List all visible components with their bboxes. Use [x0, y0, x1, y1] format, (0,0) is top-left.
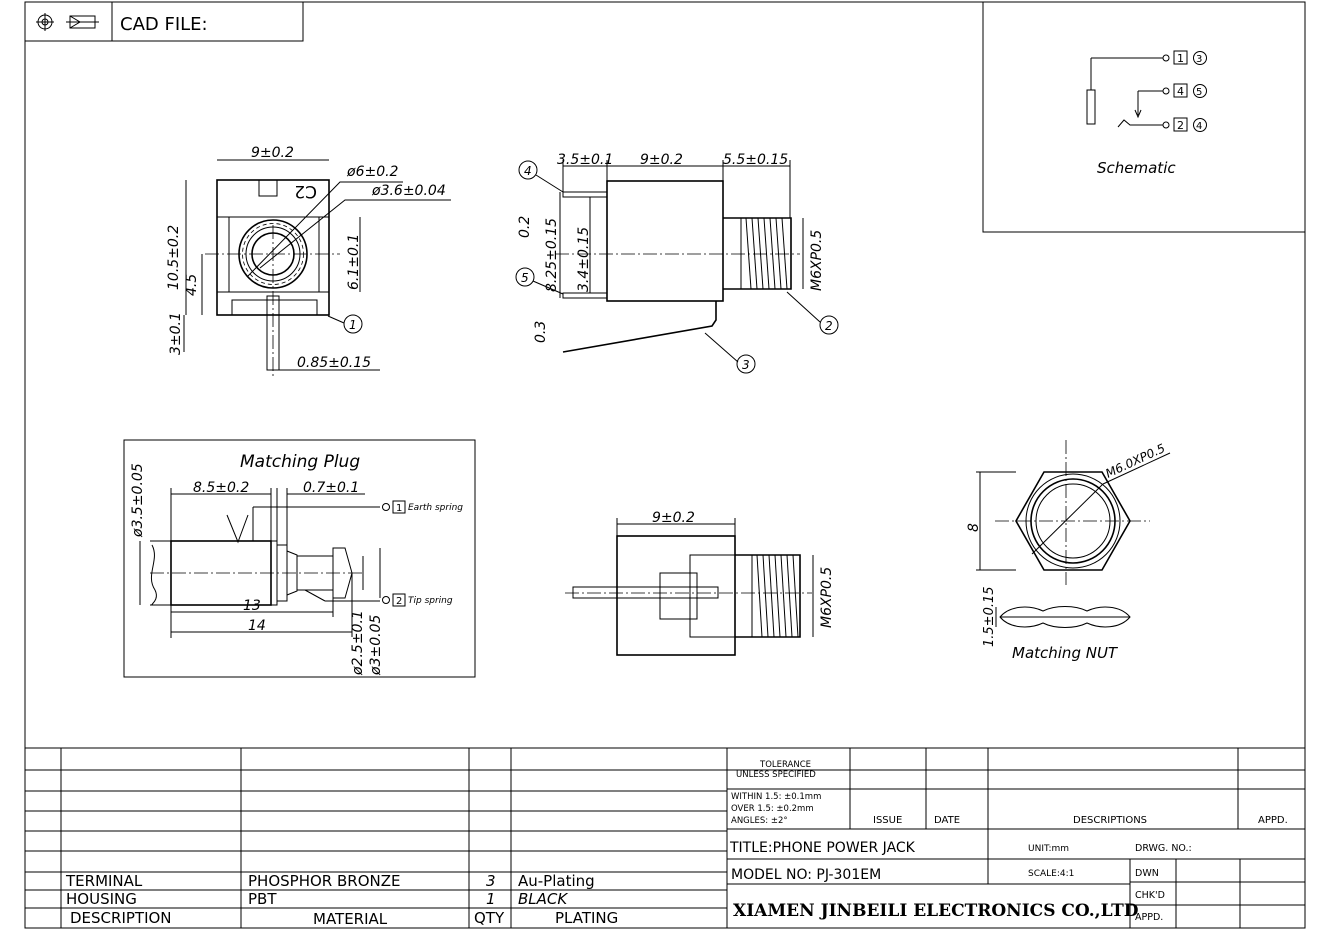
matching-nut: M6.0XP0.5 8 1.5±0.15 Matching NUT — [966, 440, 1171, 662]
tolerance-angles: ANGLES: ±2° — [731, 816, 788, 826]
dim-thread-length: 5.5±0.15 — [723, 152, 788, 168]
dim-outer-dia: ø6±0.2 — [346, 164, 399, 180]
dim-pin-thickness: 0.2 — [517, 216, 533, 238]
schematic-title: Schematic — [1097, 159, 1176, 177]
balloon-4: 4 — [524, 164, 532, 178]
chkd-label: CHK'D — [1135, 890, 1165, 901]
drwg-no-label: DRWG. NO.: — [1135, 843, 1192, 854]
bom-header-plating: PLATING — [555, 909, 618, 927]
drawing-border — [24, 1, 1306, 929]
tip-spring-label: Tip spring — [408, 596, 453, 606]
schematic-terminal-icon — [1162, 87, 1170, 95]
matching-plug-panel: Matching Plug 1 Earth spring 2 Tip sprin… — [123, 439, 476, 678]
rev-header-appd: APPD. — [1258, 815, 1288, 826]
dim-tip-dia: ø2.5±0.1 — [350, 610, 366, 676]
dim-nut-flat: 8 — [966, 523, 982, 532]
cad-file-label: CAD FILE: — [120, 14, 208, 35]
bom-header-qty: QTY — [474, 909, 505, 927]
plug-title: Matching Plug — [240, 452, 360, 472]
dim-inner-dia: ø3.6±0.04 — [371, 183, 446, 199]
bom-row-plating: BLACK — [518, 890, 568, 908]
side-view: 3.5±0.1 9±0.2 5.5±0.15 0.2 8.25±0.15 3.4… — [515, 152, 839, 374]
dim-14: 14 — [248, 618, 266, 634]
dim-ring-gap: 0.7±0.1 — [303, 480, 359, 496]
schematic-terminal-icon — [1162, 54, 1170, 62]
bottom-view: 9±0.2 M6XP0.5 — [565, 510, 835, 656]
earth-pin: 1 — [396, 503, 402, 514]
tolerance-over: OVER 1.5: ±0.2mm — [731, 804, 814, 814]
tolerance-title: TOLERANCE — [759, 760, 811, 770]
dim-thread: M6XP0.5 — [809, 230, 825, 291]
pin-label: 2 — [1177, 119, 1184, 132]
nut-title: Matching NUT — [1012, 644, 1119, 662]
dim-tip-outer-dia: ø3±0.05 — [368, 615, 384, 676]
schematic-panel: 1 3 4 5 2 4 Schematic — [982, 2, 1305, 233]
dim-height: 10.5±0.2 — [166, 225, 182, 290]
dim-pin-width: 0.85±0.15 — [297, 355, 371, 371]
dwn-label: DWN — [1135, 868, 1159, 879]
bom-row-material: PHOSPHOR BRONZE — [248, 872, 400, 890]
dim-inner-span: 3.4±0.15 — [576, 227, 592, 292]
bom-row-description: HOUSING — [66, 890, 137, 908]
tolerance-subtitle: UNLESS SPECIFIED — [736, 770, 816, 780]
pin-label: 3 — [1196, 54, 1202, 65]
housing-mark: C2 — [294, 181, 317, 201]
dim-rear-length: 3.5±0.1 — [557, 152, 613, 168]
balloon-1: 1 — [349, 318, 357, 332]
dim-nut-thickness: 1.5±0.15 — [982, 586, 997, 647]
bom-row-qty: 1 — [486, 890, 496, 908]
rev-header-descriptions: DESCRIPTIONS — [1073, 815, 1147, 826]
dim-inner-height: 6.1±0.1 — [346, 234, 362, 290]
tip-pin: 2 — [396, 596, 402, 607]
pin-label: 4 — [1177, 85, 1184, 98]
bom-row-material: PBT — [248, 890, 277, 908]
dim-nut-thread: M6.0XP0.5 — [1103, 441, 1167, 481]
cad-file-header: CAD FILE: — [24, 1, 304, 42]
dim-body-length: 9±0.2 — [640, 152, 683, 168]
dim-width: 9±0.2 — [251, 145, 294, 161]
unit-label: UNIT:mm — [1028, 844, 1069, 854]
balloon-2: 2 — [825, 319, 833, 333]
pin-label: 5 — [1196, 87, 1202, 98]
appd-label: APPD. — [1135, 912, 1163, 923]
balloon-5: 5 — [521, 271, 529, 285]
dim-bottom-width: 9±0.2 — [652, 510, 695, 526]
projection-symbol-icon — [36, 13, 99, 31]
bom-row-description: TERMINAL — [65, 872, 143, 890]
pin-label: 1 — [1177, 52, 1184, 65]
schematic-terminal-icon — [1162, 121, 1170, 129]
drawing-title: TITLE:PHONE POWER JACK — [729, 840, 916, 856]
bom-row-plating: Au-Plating — [518, 872, 595, 890]
rev-header-issue: ISSUE — [873, 815, 902, 826]
dim-bottom-thread: M6XP0.5 — [819, 567, 835, 628]
bom-header-description: DESCRIPTION — [70, 909, 172, 927]
dim-13: 13 — [243, 598, 261, 614]
dim-plug-dia: ø3.5±0.05 — [130, 463, 146, 538]
front-view: C2 9±0.2 ø6±0.2 ø3.6±0.04 10.5±0.2 4.5 6… — [166, 145, 451, 376]
model-number: MODEL NO: PJ-301EM — [731, 867, 881, 883]
bom-header-material: MATERIAL — [313, 910, 388, 928]
company-name: XIAMEN JINBEILI ELECTRONICS CO.,LTD — [733, 901, 1139, 921]
dim-center: 4.5 — [184, 274, 200, 296]
dim-sleeve-length: 8.5±0.2 — [193, 480, 249, 496]
dim-bottom-thickness: 0.3 — [533, 321, 549, 343]
balloon-3: 3 — [742, 358, 750, 372]
pin-label: 4 — [1196, 121, 1202, 132]
earth-spring-label: Earth spring — [408, 503, 463, 513]
dim-pin-length: 3±0.1 — [168, 312, 184, 355]
title-block: TERMINAL PHOSPHOR BRONZE 3 Au-Plating HO… — [25, 747, 1305, 928]
dim-pin-span: 8.25±0.15 — [544, 218, 560, 292]
rev-header-date: DATE — [934, 815, 960, 826]
bom-row-qty: 3 — [486, 872, 496, 890]
scale-label: SCALE:4:1 — [1028, 869, 1074, 879]
tolerance-within: WITHIN 1.5: ±0.1mm — [731, 792, 821, 802]
